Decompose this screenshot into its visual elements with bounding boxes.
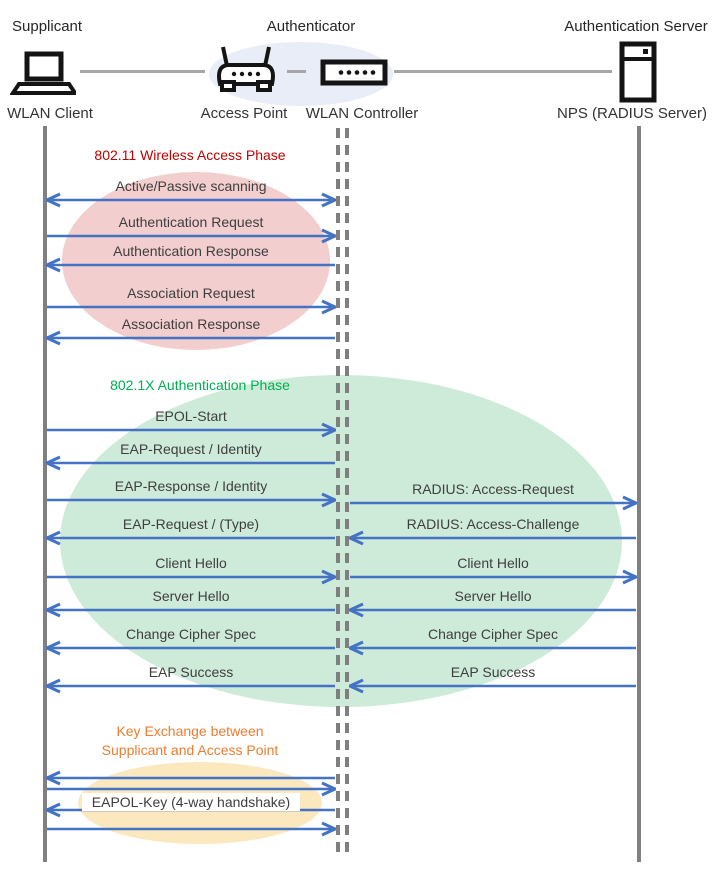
phase-title-key-exchange-line1: Key Exchange between [116, 723, 264, 739]
lifeline-supplicant [43, 126, 47, 862]
message-label: Client Hello [457, 555, 529, 571]
wlan-controller-icon [320, 59, 388, 86]
server-icon [619, 41, 657, 103]
connector-ap-controller [287, 70, 306, 73]
message-label: Change Cipher Spec [126, 626, 256, 642]
message-label: EPOL-Start [155, 408, 227, 424]
message-label: Association Request [127, 285, 255, 301]
message-label: EAP Success [148, 664, 234, 680]
phase-title-key-exchange-line2: Supplicant and Access Point [101, 742, 279, 758]
lifeline-controller-right [345, 128, 349, 858]
message-label: Authentication Response [113, 243, 269, 259]
message-arrow [47, 569, 336, 585]
message-arrow [46, 530, 335, 546]
role-label-authentication-server: Authentication Server [564, 18, 708, 35]
phase-title-authentication: 802.1X Authentication Phase [110, 377, 290, 393]
device-label-nps: NPS (RADIUS Server) [556, 105, 708, 122]
message-label: EAP-Response / Identity [114, 478, 268, 494]
message-arrow [349, 530, 636, 546]
message-label: Client Hello [155, 555, 227, 571]
message-arrow [46, 602, 335, 618]
phase-ellipse-wireless-access [62, 172, 330, 350]
message-arrow [46, 192, 336, 208]
connector-controller-server [394, 70, 612, 73]
message-arrow [350, 569, 637, 585]
message-label: Server Hello [152, 588, 230, 604]
message-arrow [349, 640, 636, 656]
message-label: Association Response [121, 316, 261, 332]
access-point-icon [217, 46, 275, 92]
message-arrow [46, 455, 335, 471]
role-label-supplicant: Supplicant [12, 18, 83, 35]
message-arrow [349, 678, 636, 694]
laptop-icon [10, 51, 76, 95]
message-label: Server Hello [454, 588, 532, 604]
message-arrow [47, 781, 336, 797]
message-label: RADIUS: Access-Request [412, 481, 574, 497]
phase-title-wireless-access: 802.11 Wireless Access Phase [94, 147, 286, 163]
message-label: Active/Passive scanning [115, 178, 267, 194]
message-arrow [47, 228, 336, 244]
device-label-access-point: Access Point [200, 105, 288, 122]
message-arrow [47, 821, 336, 837]
lifeline-controller-left [336, 128, 340, 858]
message-label: EAP-Request / Identity [120, 441, 262, 457]
message-arrow [46, 257, 335, 273]
message-label: Change Cipher Spec [428, 626, 558, 642]
role-label-authenticator: Authenticator [266, 18, 356, 35]
device-label-wlan-client: WLAN Client [7, 105, 93, 122]
message-arrow [47, 492, 336, 508]
message-label: EAP Success [450, 664, 536, 680]
message-label: EAP-Request / (Type) [122, 516, 260, 532]
message-arrow [349, 602, 636, 618]
message-arrow [46, 330, 335, 346]
message-arrow [350, 495, 637, 511]
message-label: Authentication Request [118, 214, 264, 230]
message-arrow [46, 770, 335, 786]
message-label: RADIUS: Access-Challenge [406, 516, 580, 532]
message-arrow [46, 640, 335, 656]
message-arrow [47, 422, 336, 438]
message-arrow [46, 678, 335, 694]
connector-client-ap [80, 70, 205, 73]
message-arrow [47, 299, 336, 315]
lifeline-auth-server [637, 126, 641, 862]
message-label: EAPOL-Key (4-way handshake) [46, 793, 336, 811]
device-label-wlan-controller: WLAN Controller [305, 105, 419, 122]
phase-title-key-exchange: Key Exchange between Supplicant and Acce… [80, 722, 300, 760]
